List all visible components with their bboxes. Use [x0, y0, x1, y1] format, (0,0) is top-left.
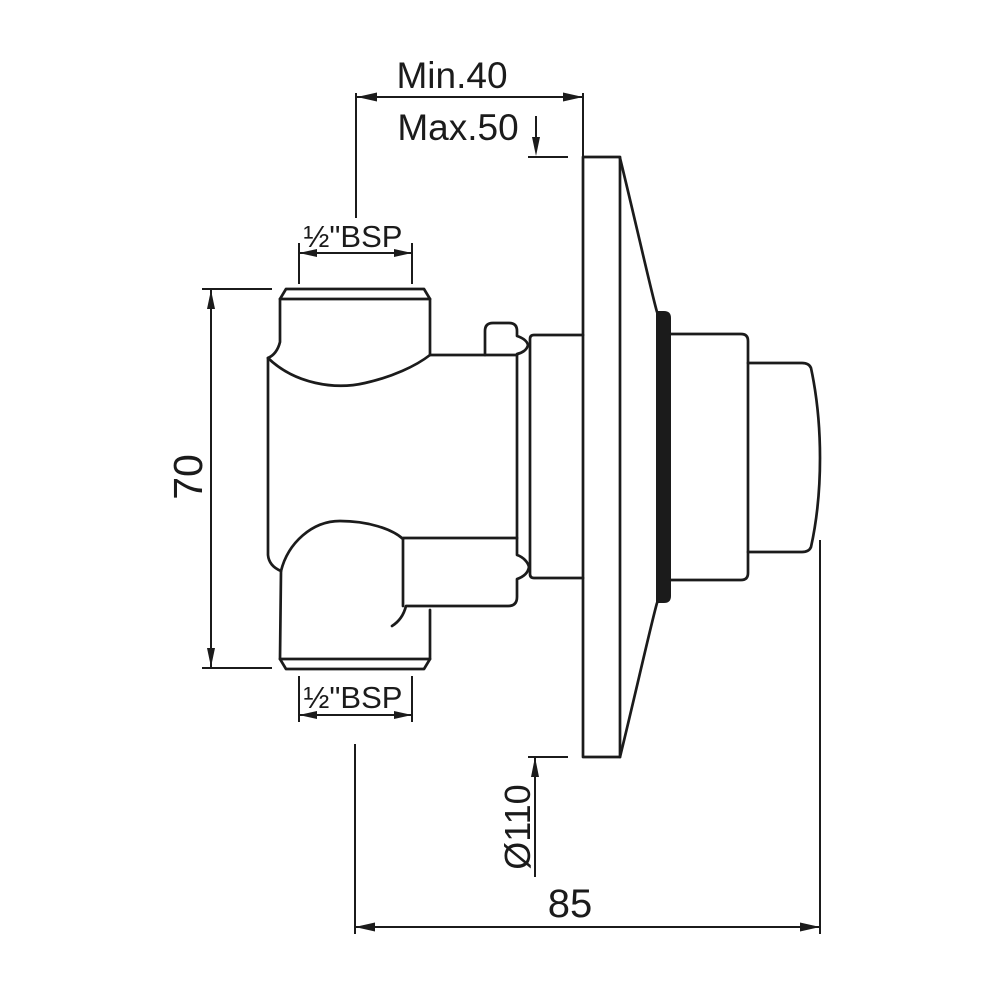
wall-sleeve [528, 333, 585, 580]
flange-assembly [581, 155, 822, 759]
arrow-min40-left [357, 92, 377, 102]
flange-plate [581, 155, 622, 759]
arrow-bsp-top-left [299, 249, 317, 257]
arrow-bsp-bottom-right [394, 711, 412, 719]
neck-arc [266, 353, 432, 388]
valve-body [266, 287, 585, 671]
label-max-depth: Max.50 [397, 107, 518, 148]
label-overall-depth: 85 [548, 882, 593, 926]
arrow-min40-right [563, 92, 583, 102]
label-min-depth: Min.40 [396, 55, 507, 96]
flange-hub [669, 332, 750, 582]
arrow-dia110-up [531, 757, 539, 777]
body-left-edge [266, 356, 283, 573]
arrowheads [207, 92, 820, 932]
pipe-end-face [390, 353, 531, 628]
dome-arc [279, 519, 405, 573]
label-bottom-thread: ½"BSP [304, 680, 403, 715]
arrow-max50-down [532, 137, 540, 156]
outlet-port-cap [278, 657, 432, 671]
arrow-70-down [207, 648, 215, 667]
bonnet-tab [483, 321, 530, 357]
flange-cone-top-edge [618, 156, 659, 314]
arrow-85-left [355, 922, 375, 932]
label-top-thread: ½"BSP [304, 219, 403, 254]
gasket-ring [656, 311, 671, 603]
label-flange-diameter: Ø110 [497, 784, 538, 869]
inlet-port-cap [278, 287, 432, 301]
arrow-85-right [800, 922, 820, 932]
arrow-bsp-bottom-left [299, 711, 317, 719]
outlet-port-left-edge [278, 569, 283, 661]
inlet-port-left-edge [266, 297, 282, 360]
dimension-labels: Min.40 Max.50 ½"BSP ½"BSP 70 Ø110 85 [165, 55, 592, 926]
arrow-70-up [207, 290, 215, 309]
label-body-height: 70 [165, 454, 211, 500]
arrow-bsp-top-right [394, 249, 412, 257]
flange-cone-bottom-edge [618, 601, 659, 759]
control-knob [746, 361, 822, 554]
dimension-lines [202, 93, 821, 934]
